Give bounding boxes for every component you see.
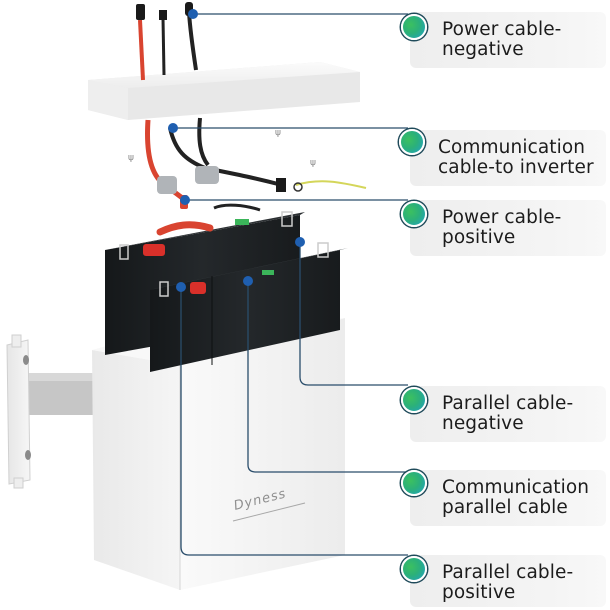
anchor-dots <box>168 9 305 292</box>
callout-line-1: Parallel cable- <box>442 393 574 414</box>
callout-line-2: negative <box>442 39 524 60</box>
bullet-icon <box>401 387 427 413</box>
red-jumper-cable <box>156 221 214 236</box>
callout-parallel-cable-positive: Parallel cable- positive <box>410 555 606 607</box>
anchor-dot-power-cable-negative <box>188 9 198 19</box>
battery-module-front <box>150 242 348 372</box>
wall-bracket <box>6 334 93 489</box>
bullet-icon <box>401 14 427 40</box>
anchor-dot-communication-cable-to-inverter <box>168 123 178 133</box>
callout-line-1: Power cable- <box>442 207 562 228</box>
svg-text:ψ: ψ <box>128 153 134 163</box>
callout-label: Parallel cable- negative <box>442 394 602 434</box>
callout-label: Communication parallel cable <box>442 478 602 518</box>
svg-text:ψ: ψ <box>275 128 281 138</box>
anchor-dot-communication-parallel-cable <box>243 276 253 286</box>
callout-line-1: Communication <box>438 137 586 158</box>
callout-line-2: cable-to inverter <box>438 157 594 178</box>
callout-line-2: positive <box>442 582 516 603</box>
anchor-dot-power-cable-positive <box>180 195 190 205</box>
callout-line-1: Power cable- <box>442 19 562 40</box>
callout-line-1: Communication <box>442 477 590 498</box>
top-lid <box>88 62 360 120</box>
bullet-icon <box>401 470 427 496</box>
leader-line-parallel-cable-negative <box>299 242 408 386</box>
callout-power-cable-negative: Power cable- negative <box>410 12 606 68</box>
anchor-dot-parallel-cable-positive <box>176 282 186 292</box>
anchor-dot-parallel-cable-negative <box>295 237 305 247</box>
callout-label: Parallel cable- positive <box>442 563 602 603</box>
callout-line-2: negative <box>442 413 524 434</box>
callout-communication-cable-to-inverter: Communication cable-to inverter <box>410 130 606 186</box>
callout-label: Communication cable-to inverter <box>438 138 602 178</box>
battery-housing: Dyness <box>92 318 345 590</box>
leader-lines <box>175 13 408 556</box>
svg-text:ψ: ψ <box>310 158 316 168</box>
callout-label: Power cable- negative <box>442 20 602 60</box>
callout-power-cable-positive: Power cable- positive <box>410 200 606 256</box>
leader-line-communication-parallel-cable <box>247 281 408 473</box>
callout-communication-parallel-cable: Communication parallel cable <box>410 470 606 526</box>
bullet-icon <box>399 129 425 155</box>
screws: ψ ψ ψ <box>128 128 316 168</box>
callout-line-1: Parallel cable- <box>442 562 574 583</box>
callout-parallel-cable-negative: Parallel cable- negative <box>410 386 606 442</box>
callout-label: Power cable- positive <box>442 208 602 248</box>
leader-line-parallel-cable-positive <box>180 287 408 556</box>
bullet-icon <box>401 201 427 227</box>
callout-line-2: parallel cable <box>442 497 568 518</box>
bullet-icon <box>401 556 427 582</box>
callout-line-2: positive <box>442 227 516 248</box>
